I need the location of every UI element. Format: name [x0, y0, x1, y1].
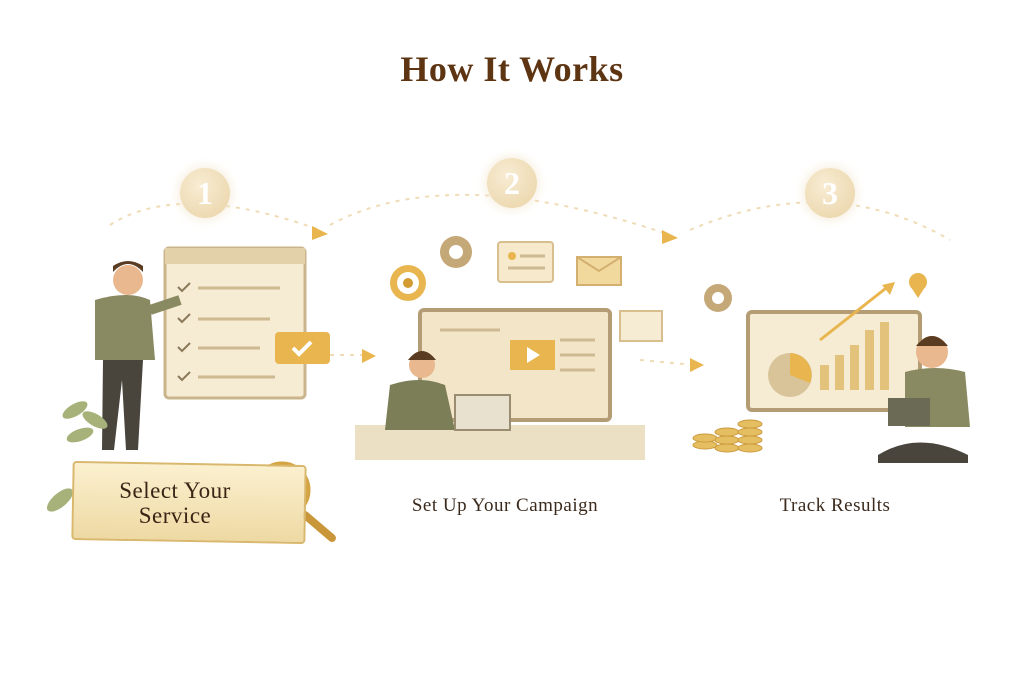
- step-2-number-badge: 2: [487, 158, 537, 208]
- gear-icon: [704, 284, 732, 312]
- envelope-icon: [576, 256, 622, 286]
- analytics-board-icon: [746, 282, 922, 412]
- step-1-label: Select Your Service: [119, 478, 231, 528]
- page-title: How It Works: [400, 49, 624, 89]
- desk-computer-scene: [355, 308, 645, 460]
- coin-stacks-icon: [692, 419, 763, 453]
- step-3-number-badge: 3: [805, 168, 855, 218]
- small-card-icon: [619, 310, 663, 342]
- step-2-label: Set Up Your Campaign: [411, 495, 599, 516]
- step-3-label: Track Results: [779, 495, 891, 516]
- arrowheads: [312, 226, 704, 372]
- target-icon: [390, 265, 426, 301]
- step-1-number-badge: 1: [180, 168, 230, 218]
- location-pin-icon: [909, 273, 927, 298]
- checklist-window-icon: [163, 246, 330, 400]
- person-sitting-figure: [878, 336, 970, 463]
- person-standing-figure: [95, 261, 182, 450]
- gear-icon: [440, 236, 472, 268]
- message-card-icon: [497, 241, 554, 283]
